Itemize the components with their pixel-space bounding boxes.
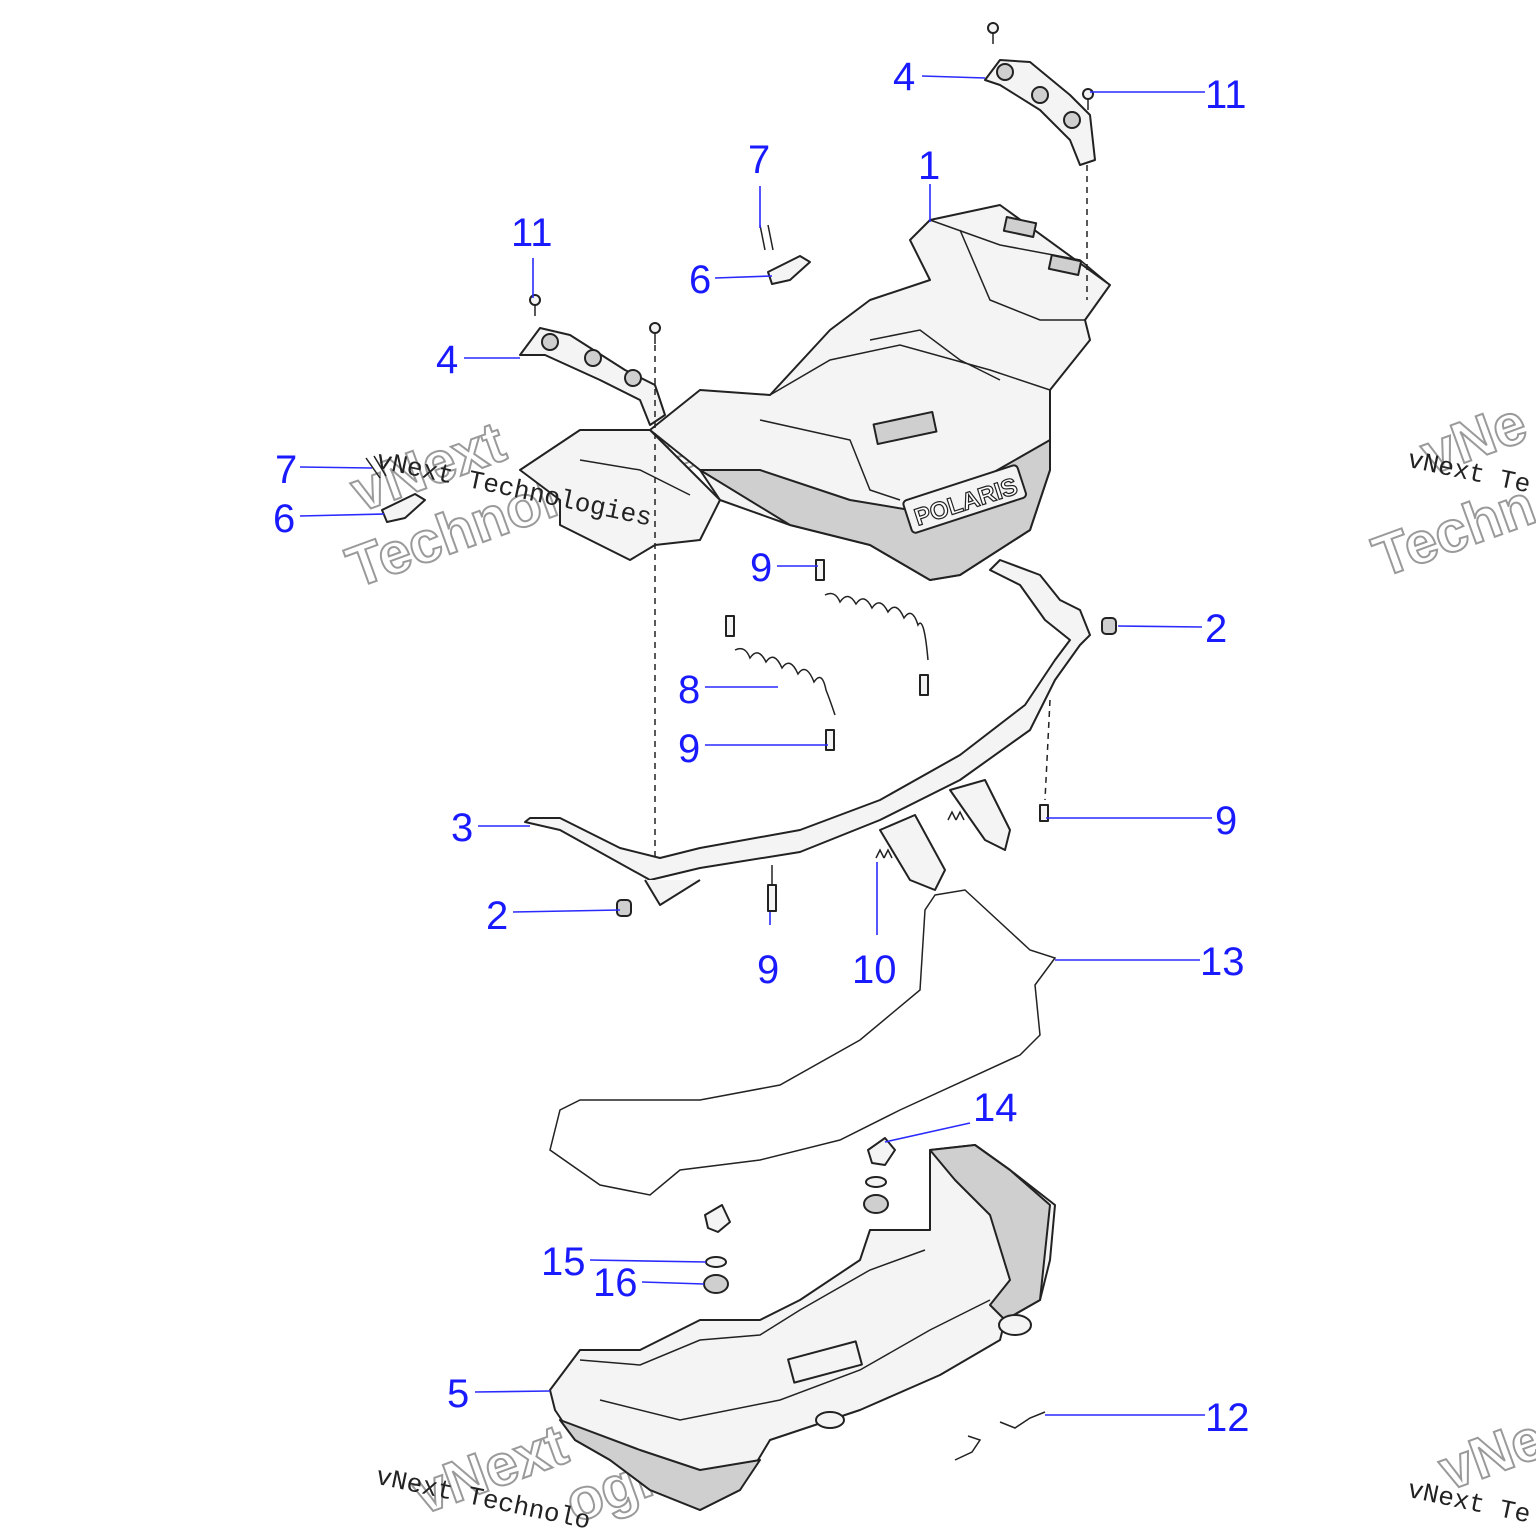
leader-6-left xyxy=(299,513,385,517)
part-1-seat-shell: POLARIS xyxy=(519,204,1111,581)
callout-10: 10 xyxy=(852,948,897,992)
part-6-latch-top xyxy=(767,255,811,285)
part-11-screw-left xyxy=(529,294,541,316)
leader-4-top xyxy=(921,75,986,79)
part-9-bolt-c xyxy=(1039,804,1049,822)
part-10-clips xyxy=(875,810,965,859)
part-9-bolt-b xyxy=(825,729,835,751)
callout-6-left: 6 xyxy=(273,497,295,541)
callout-1: 1 xyxy=(918,144,940,188)
callout-7-left: 7 xyxy=(275,448,297,492)
part-8-spring-upper xyxy=(824,592,929,661)
callout-2-right: 2 xyxy=(1205,607,1227,651)
leader-14 xyxy=(884,1122,971,1143)
part-5-storage-tub xyxy=(549,1144,1056,1511)
part-11-screw-top-2 xyxy=(987,22,999,44)
callout-9-c: 9 xyxy=(1215,799,1237,843)
part-7-pin-top xyxy=(759,224,774,251)
part-16-grommet xyxy=(703,1194,889,1294)
part-13-cable xyxy=(549,889,1057,1196)
alignment-line-frame xyxy=(1044,699,1051,801)
callout-9-d: 9 xyxy=(757,948,779,992)
callout-6-top: 6 xyxy=(689,258,711,302)
callout-3: 3 xyxy=(451,806,473,850)
part-4-handle-top xyxy=(984,59,1096,166)
callout-9-b: 9 xyxy=(678,727,700,771)
leader-6-top xyxy=(714,275,773,279)
leader-2-right xyxy=(1117,625,1203,628)
leader-5 xyxy=(474,1390,551,1393)
callout-4-top: 4 xyxy=(893,55,915,99)
part-2-bumper-right xyxy=(1101,617,1117,635)
part-14-latch xyxy=(867,1137,896,1166)
part-9-bolt-d xyxy=(767,865,777,912)
part-3-seat-frame xyxy=(524,559,1091,906)
part-11-screw-left-2 xyxy=(649,322,661,344)
callout-2-left: 2 xyxy=(486,894,508,938)
leader-16 xyxy=(641,1281,705,1285)
callout-5: 5 xyxy=(447,1372,469,1416)
part-9-bolt-mid xyxy=(919,674,929,696)
callout-11-top: 11 xyxy=(1205,73,1247,117)
leader-15 xyxy=(589,1259,707,1263)
callout-11-left: 11 xyxy=(511,211,553,255)
callout-16: 16 xyxy=(593,1261,638,1305)
leader-2-left xyxy=(512,909,621,913)
part-2-bumper-left xyxy=(616,899,632,917)
part-12-pins xyxy=(954,1411,1046,1461)
callout-12: 12 xyxy=(1205,1396,1250,1440)
part-14-latch-2 xyxy=(704,1204,731,1233)
callout-9-a: 9 xyxy=(750,546,772,590)
callout-15: 15 xyxy=(541,1240,586,1284)
part-8-spring-lower xyxy=(734,647,836,716)
callout-14: 14 xyxy=(973,1086,1018,1130)
callout-4-left: 4 xyxy=(436,338,458,382)
part-4-handle-left xyxy=(519,327,666,426)
callout-8: 8 xyxy=(678,668,700,712)
callout-13: 13 xyxy=(1200,940,1245,984)
part-9-bolt-upper-left xyxy=(725,615,735,637)
part-7-pin-left xyxy=(365,455,387,479)
leader-7-left xyxy=(299,466,373,469)
part-15-washer xyxy=(705,1176,887,1268)
part-6-latch-left xyxy=(381,493,426,523)
callout-7-top: 7 xyxy=(748,138,770,182)
part-9-bolt-a xyxy=(815,559,825,581)
